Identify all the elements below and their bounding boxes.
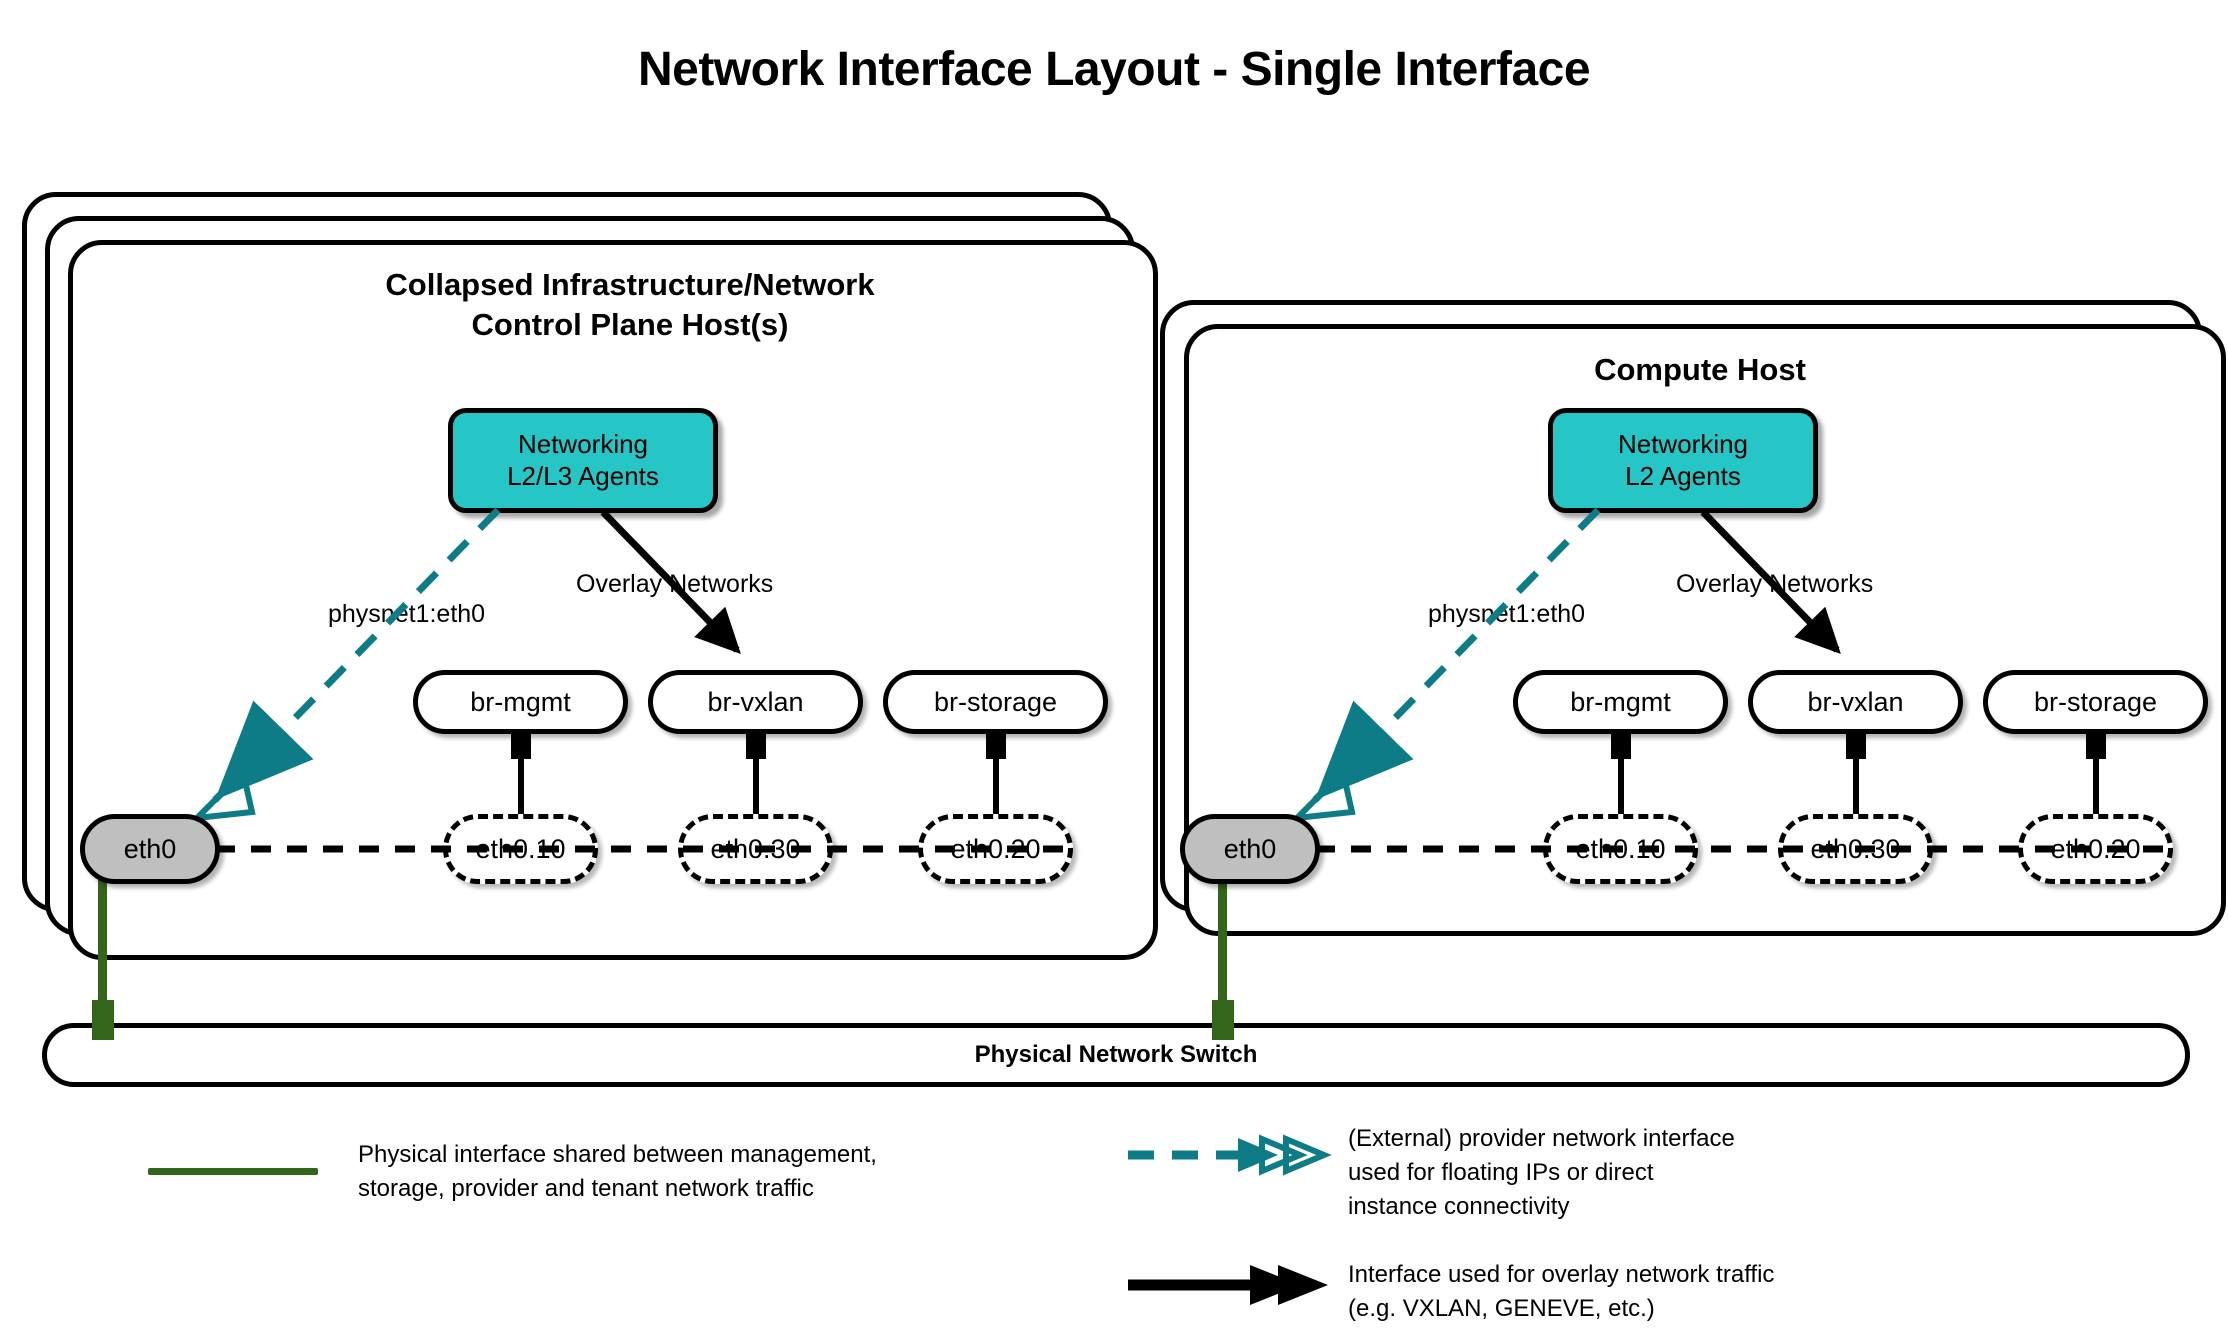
legend-provider-glyph [1128, 1134, 1332, 1176]
vlan-eth0-10-compute[interactable]: eth0.10 [1543, 814, 1698, 884]
legend-overlay-glyph [1128, 1265, 1328, 1305]
page-title: Network Interface Layout - Single Interf… [637, 43, 1591, 96]
legend-overlay-text: Interface used for overlay network traff… [1348, 1261, 1775, 1323]
bridge-br-mgmt-control-plane[interactable]: br-mgmt [413, 670, 628, 734]
bridge-stem-br-mgmt-compute [1618, 733, 1624, 825]
agent-box-control-plane[interactable]: Networking L2/L3 Agents [448, 408, 718, 513]
vlan-eth0-10-control-plane[interactable]: eth0.10 [443, 814, 598, 884]
host-title-control-plane: Collapsed Infrastructure/Network Control… [385, 267, 875, 342]
vlan-eth0-30-control-plane[interactable]: eth0.30 [678, 814, 833, 884]
legend-provider-text: (External) provider network interface us… [1348, 1125, 1735, 1221]
vlan-eth0-20-control-plane[interactable]: eth0.20 [918, 814, 1073, 884]
bridge-stem-br-vxlan-compute [1853, 733, 1859, 825]
green-uplink-compute [1218, 880, 1227, 1020]
bridge-stem-br-storage-control-plane [993, 733, 999, 825]
bridge-br-mgmt-compute[interactable]: br-mgmt [1513, 670, 1728, 734]
legend-physical-line-glyph [148, 1168, 318, 1175]
legend-physical-text: Physical interface shared between manage… [358, 1141, 877, 1203]
vlan-eth0-20-compute[interactable]: eth0.20 [2018, 814, 2173, 884]
agent-box-compute[interactable]: Networking L2 Agents [1548, 408, 1818, 513]
bridge-br-vxlan-control-plane[interactable]: br-vxlan [648, 670, 863, 734]
overlay-label-control-plane: Overlay Networks [576, 570, 774, 598]
bridge-stem-br-storage-compute [2093, 733, 2099, 825]
overlay-label-compute: Overlay Networks [1676, 570, 1874, 598]
nic-eth0-compute[interactable]: eth0 [1180, 814, 1320, 884]
bridge-stem-br-vxlan-control-plane [753, 733, 759, 825]
bridge-br-storage-control-plane[interactable]: br-storage [883, 670, 1108, 734]
provider-label-compute: physnet1:eth0 [1428, 600, 1586, 628]
nic-eth0-control-plane[interactable]: eth0 [80, 814, 220, 884]
provider-label-control-plane: physnet1:eth0 [328, 600, 486, 628]
vlan-eth0-30-compute[interactable]: eth0.30 [1778, 814, 1933, 884]
bridge-br-vxlan-compute[interactable]: br-vxlan [1748, 670, 1963, 734]
bridge-stem-br-mgmt-control-plane [518, 733, 524, 825]
switch-port-control-plane [92, 1000, 114, 1040]
physical-network-switch[interactable]: Physical Network Switch [42, 1023, 2190, 1087]
switch-port-compute [1212, 1000, 1234, 1040]
bridge-br-storage-compute[interactable]: br-storage [1983, 670, 2208, 734]
green-uplink-control-plane [98, 880, 107, 1020]
host-title-compute: Compute Host [1594, 352, 1806, 387]
